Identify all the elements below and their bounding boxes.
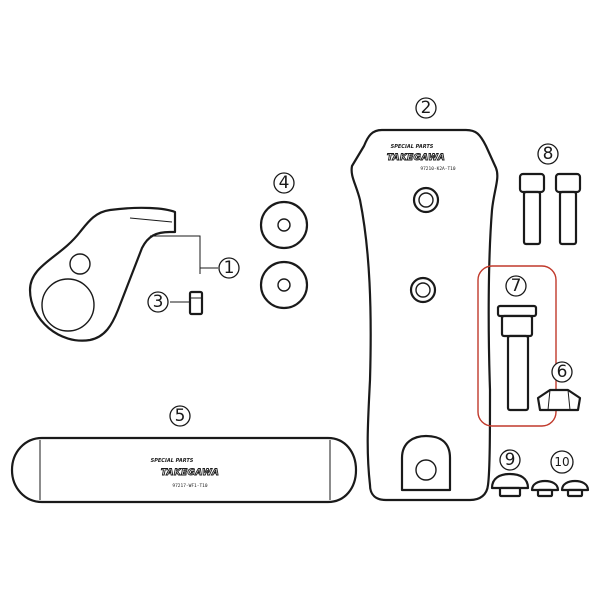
callout-4: 4 <box>273 172 295 194</box>
part-7-highlight-frame <box>477 265 557 427</box>
callout-8: 8 <box>537 143 559 165</box>
part-4-washers <box>259 200 309 310</box>
plate-brand-main: TAKEGAWA <box>387 153 445 163</box>
bar-part-code: 97217-WF1-T10 <box>172 483 208 489</box>
part-9-cap <box>490 472 530 498</box>
part-2-plate: SPECIAL PARTS TAKEGAWA 97210-K2A-T10 <box>350 128 499 502</box>
part-3-spacer <box>188 290 204 316</box>
part-1-bracket <box>28 206 177 342</box>
part-10-caps <box>530 479 590 498</box>
callout-3-label: 3 <box>153 292 164 312</box>
part-8-bolts <box>518 172 582 246</box>
callout-5: 5 <box>169 405 191 427</box>
callout-6: 6 <box>551 361 573 383</box>
callout-1: 1 <box>218 257 240 279</box>
callout-7: 7 <box>505 275 527 297</box>
bar-brand-main: TAKEGAWA <box>161 468 219 478</box>
leader-lines <box>150 235 218 303</box>
callout-4-label: 4 <box>279 173 290 193</box>
part-5-bar: SPECIAL PARTS TAKEGAWA 97217-WF1-T10 <box>10 436 358 504</box>
callout-5-label: 5 <box>175 406 186 426</box>
plate-part-code: 97210-K2A-T10 <box>420 166 456 172</box>
callout-6-label: 6 <box>557 362 568 382</box>
callout-2: 2 <box>415 97 437 119</box>
callout-10-label: 10 <box>554 455 569 469</box>
callout-10: 10 <box>550 450 574 474</box>
callout-9: 9 <box>499 449 521 471</box>
callout-8-label: 8 <box>543 144 554 164</box>
callout-9-label: 9 <box>505 450 516 470</box>
callout-1-label: 1 <box>224 258 235 278</box>
callout-2-label: 2 <box>421 98 432 118</box>
part-6-nut <box>536 388 582 412</box>
bar-brand-top: SPECIAL PARTS <box>151 458 194 464</box>
plate-brand-top: SPECIAL PARTS <box>391 144 434 150</box>
callout-7-label: 7 <box>511 276 522 296</box>
part-7-bolt <box>477 265 557 427</box>
callout-3: 3 <box>147 291 169 313</box>
